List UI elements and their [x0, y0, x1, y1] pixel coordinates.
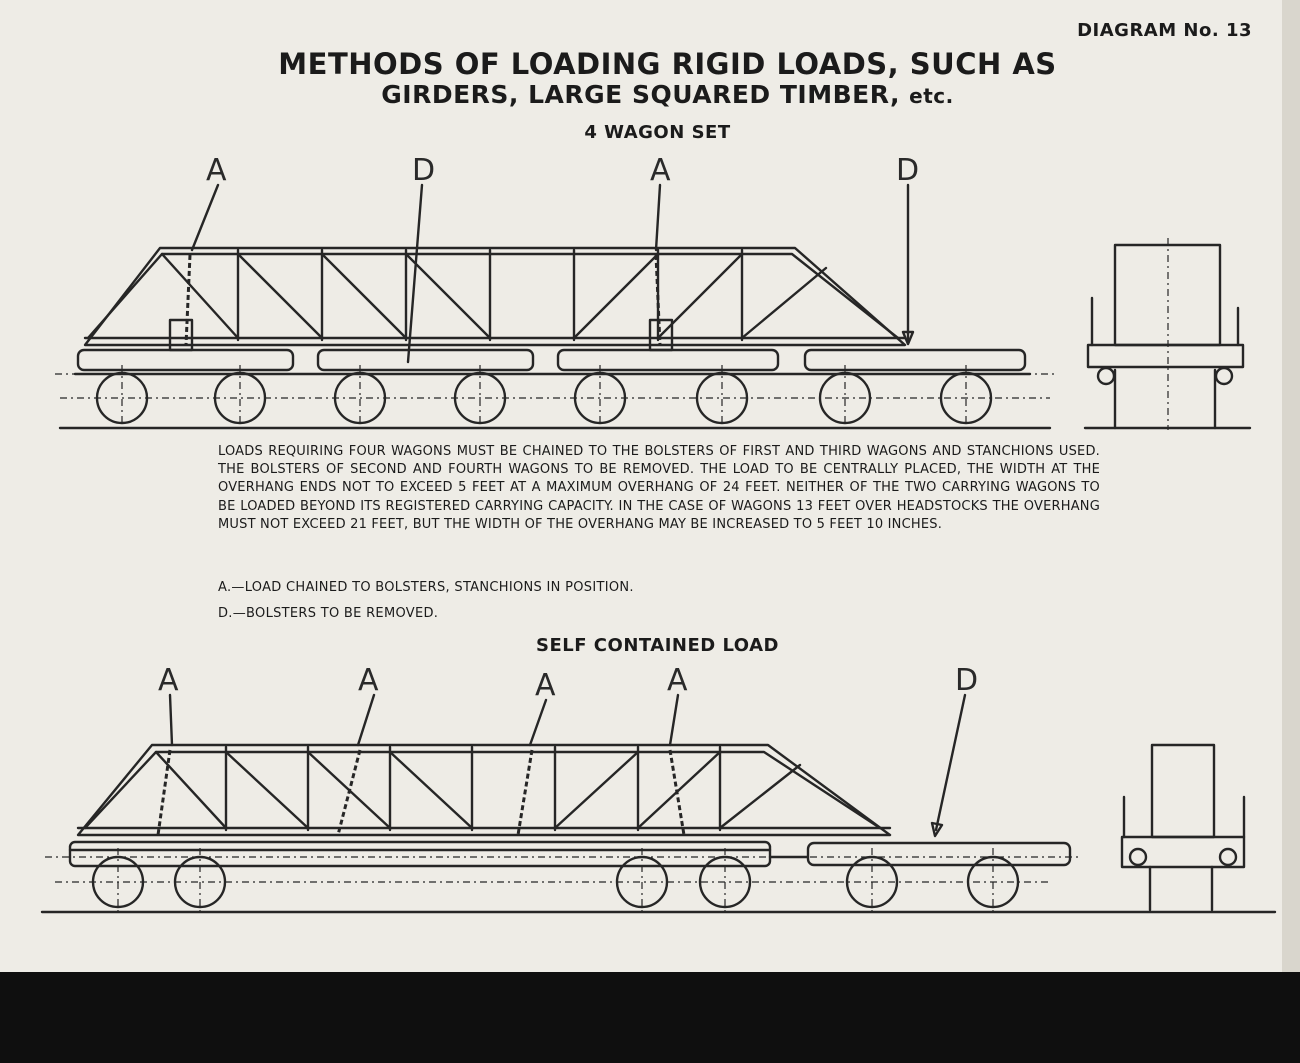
wheels-top [95, 365, 993, 430]
loading-diagram: A D A D A A A A D [40, 153, 1277, 915]
loading-instructions: LOADS REQUIRING FOUR WAGONS MUST BE CHAI… [218, 444, 1100, 532]
title-line-1: METHODS OF LOADING RIGID LOADS, SUCH AS [278, 47, 1057, 81]
callout-arrows-bottom [168, 693, 967, 838]
callout-a-1: A [206, 153, 227, 188]
key-a: A.—LOAD CHAINED TO BOLSTERS, STANCHIONS … [218, 580, 634, 595]
callout-d-3: D [955, 663, 978, 698]
title-line-2: GIRDERS, LARGE SQUARED TIMBER, etc. [0, 80, 1300, 109]
wagons-bottom [68, 749, 1072, 868]
key-d: D.—BOLSTERS TO BE REMOVED. [218, 606, 439, 621]
end-view-top [1083, 238, 1252, 430]
paper-edge [1282, 0, 1300, 972]
diagram-number: DIAGRAM No. 13 [1077, 20, 1252, 41]
wheels-bottom [91, 848, 1020, 915]
four-wagon-set-heading: 4 WAGON SET [584, 122, 731, 143]
bottom-border [0, 972, 1300, 1063]
rails-bottom [40, 856, 1277, 914]
girder-bottom [76, 743, 892, 837]
self-contained-load-heading: SELF CONTAINED LOAD [536, 635, 779, 656]
callout-a-6: A [667, 663, 688, 698]
rails-top [55, 373, 1055, 430]
paper-sheet [0, 0, 1282, 972]
callout-d-2: D [896, 153, 919, 188]
title-line-2-text: GIRDERS, LARGE SQUARED TIMBER, [381, 80, 900, 109]
callout-a-2: A [650, 153, 671, 188]
callout-a-3: A [158, 663, 179, 698]
callout-arrows-top [190, 183, 915, 364]
callout-a-5: A [535, 668, 556, 703]
end-view-bottom [1120, 743, 1246, 912]
callout-d-1: D [412, 153, 435, 188]
girder-top [83, 246, 907, 347]
title-etc: etc. [909, 84, 954, 108]
callout-a-4: A [358, 663, 379, 698]
